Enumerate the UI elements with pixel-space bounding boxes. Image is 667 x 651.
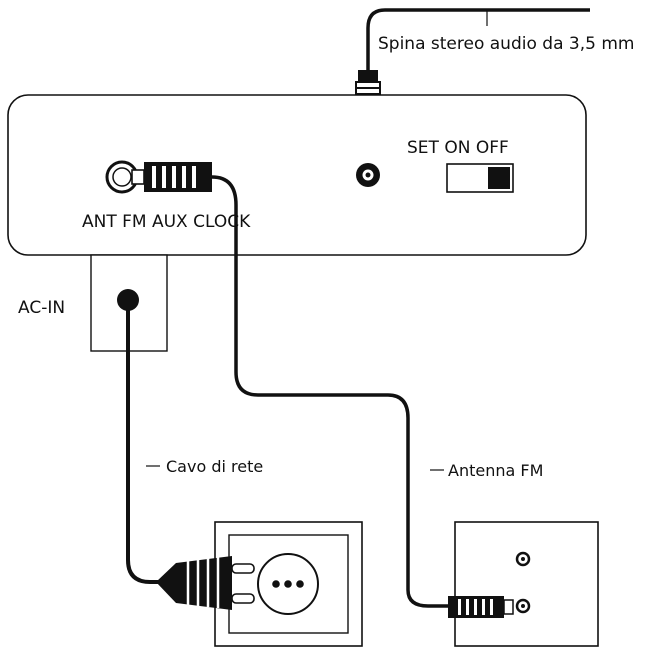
fm-antenna-label: Antenna FM <box>448 461 543 480</box>
wall-antenna-outlet <box>454 521 599 647</box>
device-panel <box>7 94 587 256</box>
switch-label: SET ON OFF <box>407 138 509 158</box>
slide-switch-knob <box>488 167 510 189</box>
audio-jack-icon <box>356 163 380 187</box>
mains-cable <box>126 305 160 584</box>
wall-power-outlet <box>214 521 363 647</box>
mains-cable-label: Cavo di rete <box>166 457 263 476</box>
stereo-plug-label: Spina stereo audio da 3,5 mm <box>378 34 634 54</box>
panel-jacks-label: ANT FM AUX CLOCK <box>82 212 251 232</box>
antenna-cable <box>211 175 452 608</box>
slide-switch[interactable] <box>446 163 514 193</box>
antenna-wall-plug-icon <box>448 596 514 618</box>
ac-in-socket-icon <box>117 289 139 311</box>
mains-plug-icon <box>156 556 255 610</box>
antenna-jack-icon <box>105 160 139 194</box>
antenna-connector-icon <box>131 162 212 192</box>
ac-in-label: AC-IN <box>18 298 65 318</box>
stereo-audio-cable <box>366 8 590 70</box>
